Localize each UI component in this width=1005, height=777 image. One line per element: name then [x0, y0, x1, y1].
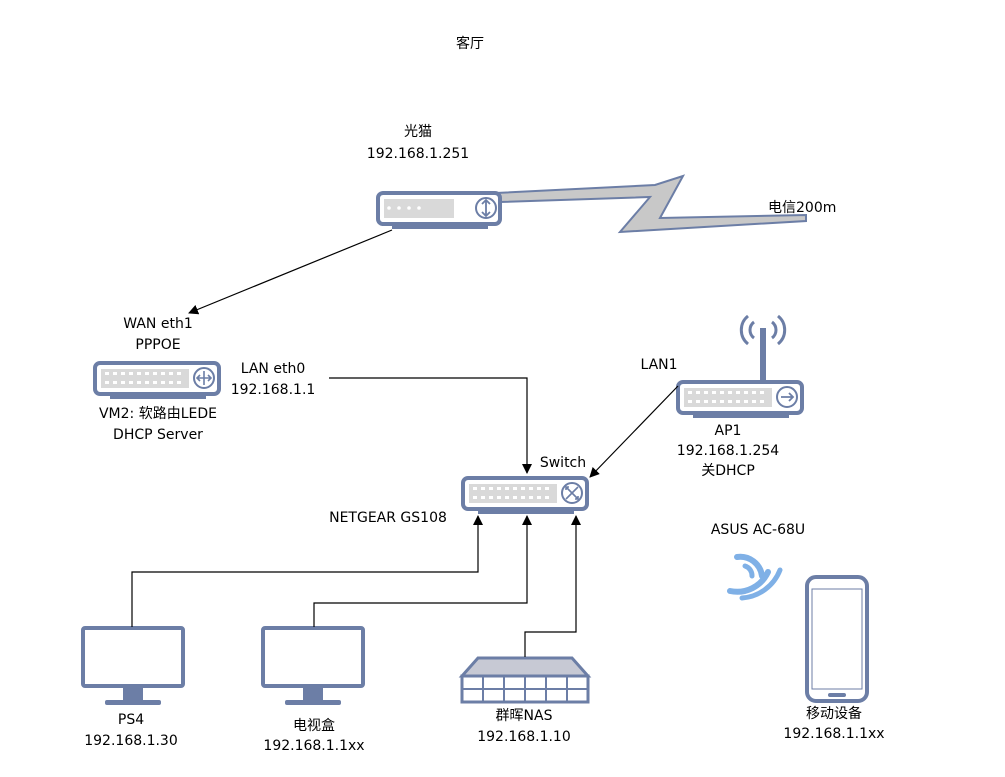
modem-icon: [376, 191, 502, 229]
mobile-icon: [805, 575, 869, 703]
client-tv-box: 电视盒 192.168.1.1xx: [261, 626, 365, 754]
ap-to-switch-link: [589, 385, 679, 478]
ap-model: ASUS AC-68U: [711, 522, 805, 538]
router-lan-label: LAN eth0: [241, 361, 306, 377]
ap-ip: 192.168.1.254: [677, 443, 780, 459]
client-ip: 192.168.1.1xx: [783, 726, 884, 742]
ap-lan-label: LAN1: [640, 357, 677, 373]
client-ip: 192.168.1.1xx: [263, 738, 364, 754]
diagram-title: 客厅: [456, 35, 484, 52]
nas-to-switch-link: [524, 515, 581, 657]
router-lan-ip: 192.168.1.1: [231, 382, 316, 398]
tvbox-to-switch-link: [313, 515, 532, 627]
ap-name: AP1: [715, 423, 742, 439]
nas-icon: [458, 656, 592, 704]
internet-link: 电信200m: [494, 174, 836, 234]
client-name: 电视盒: [293, 717, 335, 734]
switch-icon: [461, 476, 589, 514]
monitor-icon: [261, 626, 365, 705]
router-dhcp-label: DHCP Server: [113, 427, 203, 443]
client-name: PS4: [118, 712, 144, 728]
wifi-signal-icon: [727, 553, 783, 601]
router-wan-mode: PPPOE: [135, 337, 180, 353]
client-name: 移动设备: [806, 705, 862, 722]
client-nas: 群晖NAS 192.168.1.10: [458, 656, 592, 745]
connections: [131, 229, 679, 657]
modem-ip: 192.168.1.251: [367, 146, 469, 162]
switch: Switch NETGEAR GS108: [329, 455, 589, 526]
monitor-icon: [81, 626, 185, 705]
client-ip: 192.168.1.30: [84, 733, 178, 749]
modem-to-router-link: [188, 229, 393, 315]
lightning-bolt-icon: [494, 174, 807, 234]
internet-label: 电信200m: [768, 200, 836, 216]
client-name: 群晖NAS: [496, 708, 553, 724]
router-icon: [93, 361, 221, 399]
ap-note: 关DHCP: [701, 463, 755, 479]
router: WAN eth1 PPPOE VM2: 软路由LEDE DHCP Server: [93, 316, 316, 443]
access-point: LAN1 AP1: [640, 314, 805, 538]
client-mobile: 移动设备 192.168.1.1xx: [783, 575, 885, 742]
wireless-router-icon: [676, 314, 804, 418]
router-lan-to-switch-link: [329, 377, 532, 474]
modem: 光猫 192.168.1.251: [367, 124, 502, 229]
client-ps4: PS4 192.168.1.30: [81, 626, 185, 749]
switch-model: NETGEAR GS108: [329, 510, 447, 526]
switch-label: Switch: [540, 455, 586, 471]
client-ip: 192.168.1.10: [477, 729, 571, 745]
router-wan-label: WAN eth1: [123, 316, 192, 332]
ps4-to-switch-link: [131, 515, 483, 627]
modem-name: 光猫: [404, 124, 432, 140]
router-vm-label: VM2: 软路由LEDE: [99, 406, 217, 422]
